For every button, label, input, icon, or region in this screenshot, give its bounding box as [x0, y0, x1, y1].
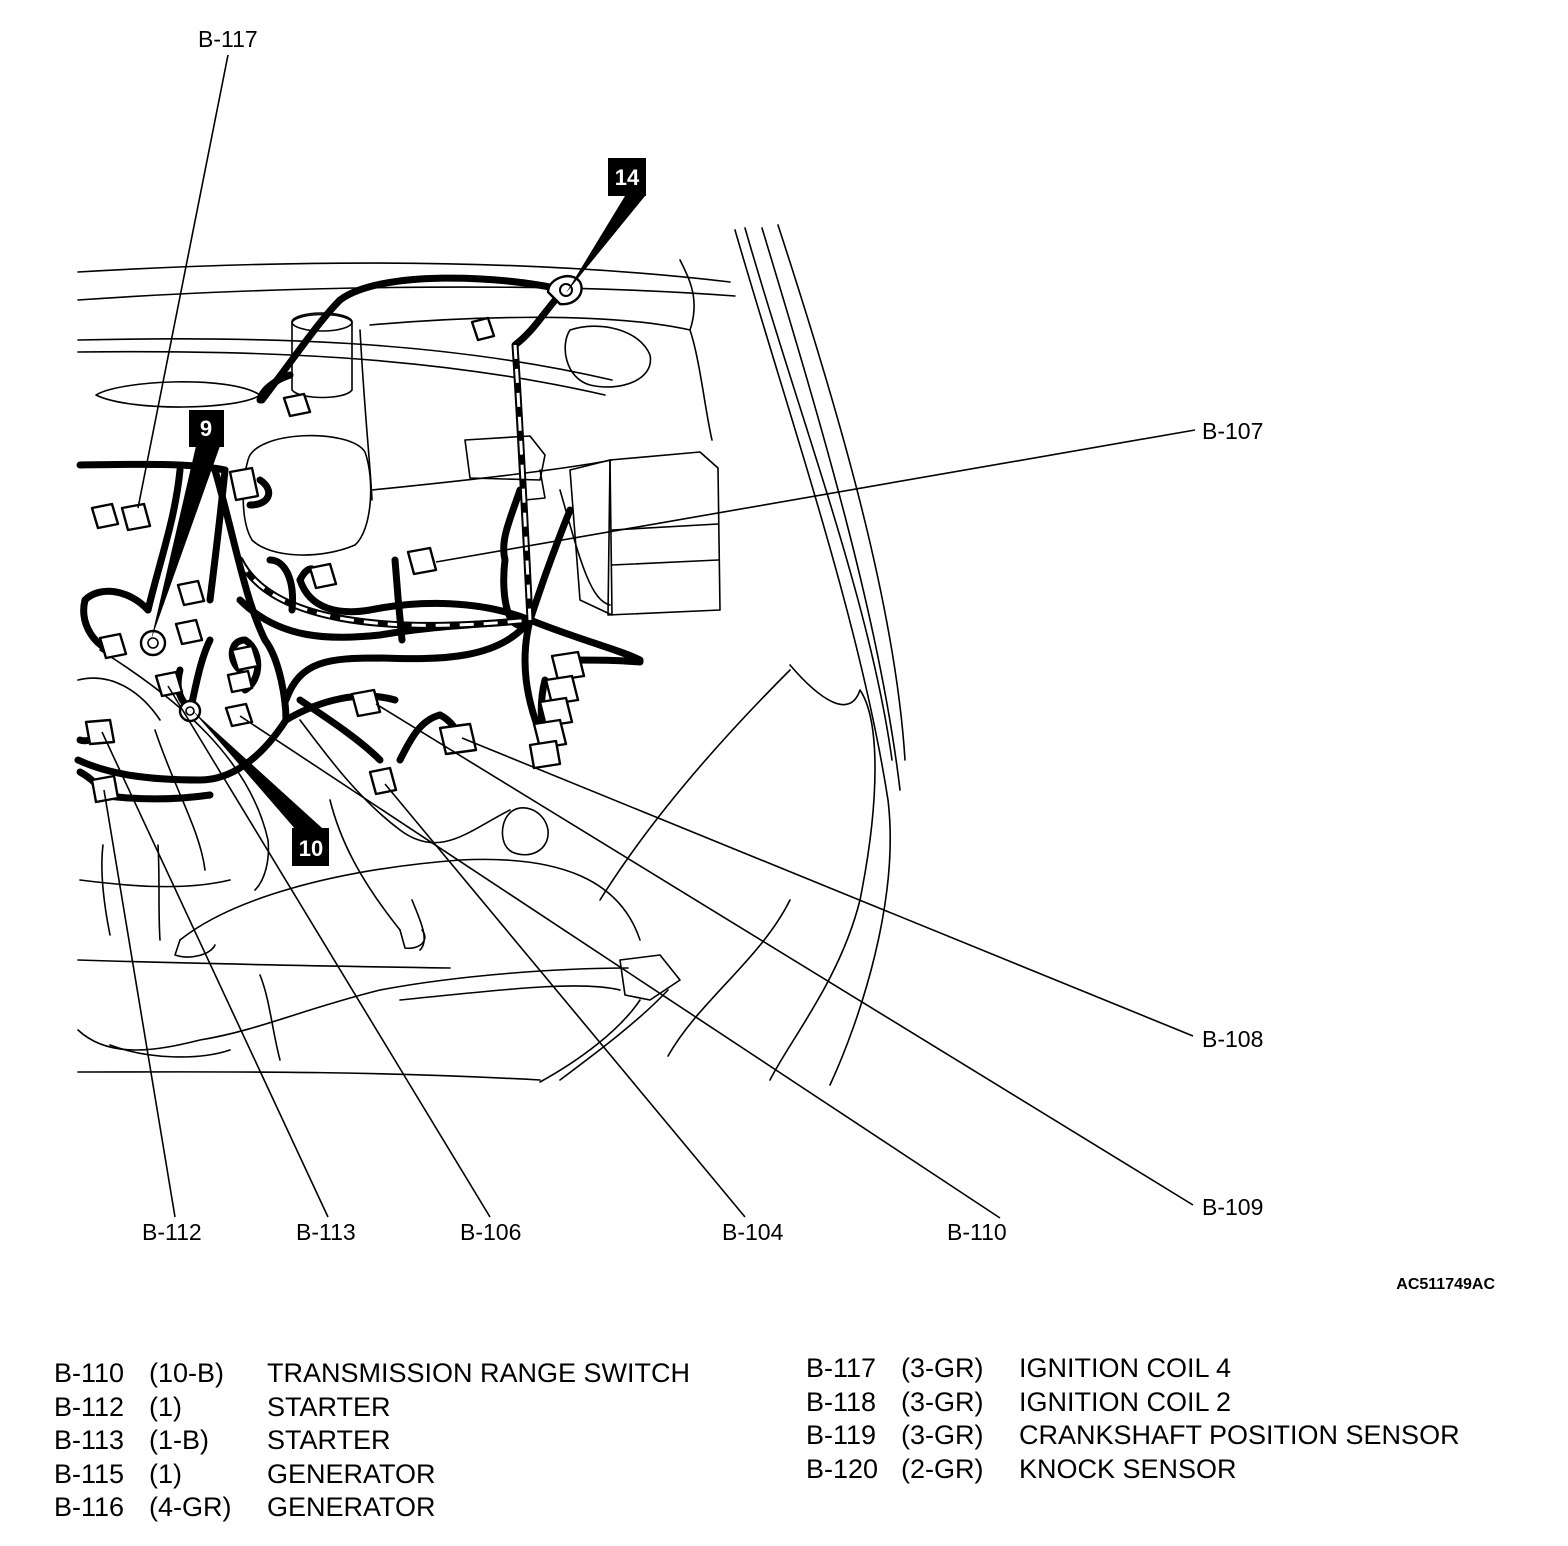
connector: [470, 316, 496, 342]
callout-b113: B-113: [296, 1219, 356, 1245]
legend-name: STARTER: [267, 1391, 391, 1422]
legend-row: B-120 (2-GR) KNOCK SENSOR: [806, 1453, 1460, 1487]
legend-name: TRANSMISSION RANGE SWITCH: [267, 1358, 691, 1388]
legend-row: B-112 (1) STARTER: [54, 1391, 690, 1425]
callout-b112: B-112: [142, 1219, 202, 1245]
ref-wedge-9: [151, 446, 220, 640]
legend-row: B-115 (1) GENERATOR: [54, 1458, 690, 1492]
legend-spec: (2-GR): [901, 1453, 984, 1484]
connector: [550, 650, 586, 682]
connector: [98, 632, 128, 660]
engine-harness-diagram: 14 9 10 B-117 B-107 B-108 B-109 B-110 B-…: [74, 26, 1495, 1293]
callout-b117: B-117: [198, 26, 258, 52]
legend-name: CRANKSHAFT POSITION SENSOR: [1019, 1420, 1460, 1450]
connector: [308, 562, 338, 590]
connector: [350, 688, 382, 718]
callout-b109: B-109: [1202, 1194, 1263, 1220]
callout-b108: B-108: [1202, 1026, 1263, 1052]
legend-name: STARTER: [267, 1425, 391, 1455]
connector: [406, 546, 438, 576]
leader-lines: [101, 54, 1196, 1219]
connector-legend-left: B-110 (10-B) TRANSMISSION RANGE SWITCH B…: [54, 1357, 690, 1525]
callout-labels: B-117 B-107 B-108 B-109 B-110 B-104 B-10…: [142, 26, 1263, 1245]
connector: [84, 718, 116, 746]
legend-row: B-116 (4-GR) GENERATOR: [54, 1491, 690, 1525]
legend-row: B-118 (3-GR) IGNITION COIL 2: [806, 1386, 1460, 1420]
legend-code: B-115: [54, 1458, 125, 1489]
connector: [528, 739, 562, 770]
ground-ref-badges: 14 9 10: [151, 158, 646, 866]
connector: [120, 502, 152, 532]
ref-wedge-14: [566, 196, 645, 293]
ground-point-9: [139, 629, 167, 657]
connector: [224, 702, 254, 728]
connector: [538, 696, 574, 728]
legend-row: B-117 (3-GR) IGNITION COIL 4: [806, 1352, 1460, 1386]
callout-b107: B-107: [1202, 418, 1263, 444]
engine-outline: [77, 224, 906, 1086]
legend-spec: (3-GR): [901, 1420, 984, 1450]
connector: [176, 579, 206, 607]
connector: [282, 392, 312, 418]
legend-row: B-113 (1-B) STARTER: [54, 1424, 690, 1458]
ref-wedge-10: [192, 710, 322, 830]
connector: [228, 466, 260, 502]
ref-number-9: 9: [200, 416, 212, 441]
legend-code: B-117: [806, 1353, 877, 1383]
legend-row: B-119 (3-GR) CRANKSHAFT POSITION SENSOR: [806, 1419, 1460, 1453]
connector: [90, 502, 120, 530]
callout-b106: B-106: [460, 1219, 521, 1245]
legend-spec: (1-B): [149, 1425, 209, 1455]
connectors: [84, 316, 586, 804]
legend-code: B-113: [54, 1425, 125, 1455]
legend-name: IGNITION COIL 4: [1019, 1353, 1232, 1383]
legend-code: B-118: [806, 1386, 877, 1417]
ref-number-10: 10: [299, 836, 323, 861]
legend-name: GENERATOR: [267, 1458, 436, 1489]
figure-id: AC511749AC: [1396, 1276, 1495, 1293]
ref-number-14: 14: [615, 165, 640, 190]
legend-code: B-116: [54, 1492, 125, 1522]
legend-code: B-110: [54, 1358, 125, 1388]
legend-row: B-110 (10-B) TRANSMISSION RANGE SWITCH: [54, 1357, 690, 1391]
legend-name: GENERATOR: [267, 1492, 436, 1522]
connector: [532, 718, 568, 750]
legend-spec: (4-GR): [149, 1492, 232, 1522]
legend-spec: (1): [149, 1458, 182, 1489]
ref-badge-10: [292, 828, 329, 866]
connector: [230, 644, 260, 672]
connector: [90, 774, 120, 804]
legend-spec: (10-B): [149, 1358, 225, 1388]
legend-code: B-112: [54, 1391, 125, 1422]
callout-b104: B-104: [722, 1219, 784, 1245]
connector: [154, 670, 184, 698]
connector: [174, 618, 204, 646]
callout-b110: B-110: [947, 1219, 1007, 1245]
ref-badge-14: [608, 158, 646, 196]
legend-code: B-120: [806, 1453, 879, 1484]
legend-name: IGNITION COIL 2: [1019, 1386, 1232, 1417]
connector-legend-right: B-117 (3-GR) IGNITION COIL 4 B-118 (3-GR…: [806, 1352, 1460, 1486]
connector: [368, 766, 398, 796]
legend-spec: (3-GR): [901, 1353, 984, 1383]
connector: [544, 674, 580, 706]
connector: [438, 722, 478, 756]
legend-spec: (1): [149, 1391, 182, 1422]
legend-name: KNOCK SENSOR: [1019, 1453, 1237, 1484]
connector: [226, 669, 254, 694]
legend-spec: (3-GR): [901, 1386, 984, 1417]
legend-code: B-119: [806, 1420, 877, 1450]
ref-badge-9: [189, 410, 224, 447]
